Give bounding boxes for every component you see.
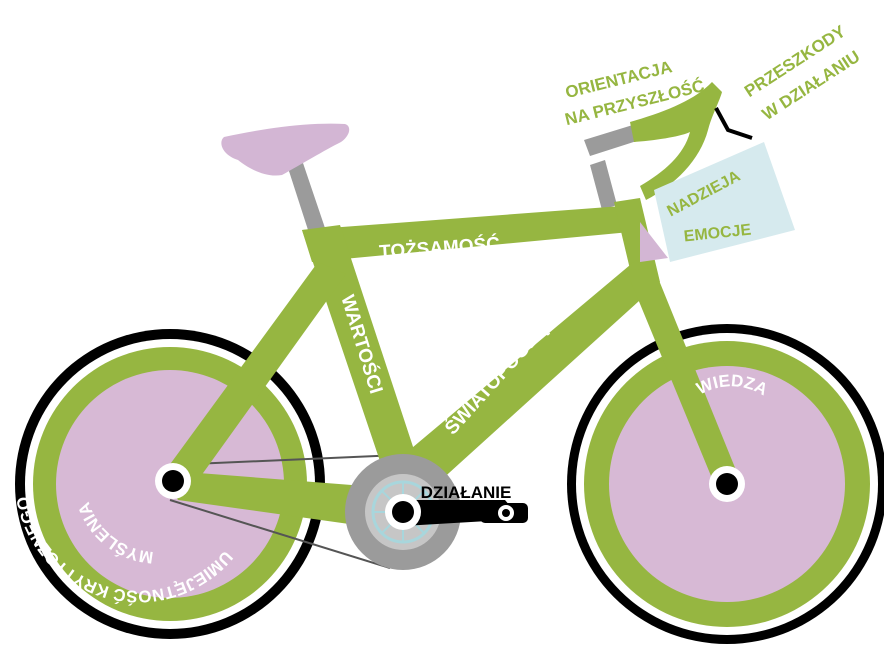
label-dzialanie: DZIAŁANIE <box>421 483 512 502</box>
head-tube-stem <box>590 160 617 210</box>
rear-hub <box>155 463 191 499</box>
seat-assembly <box>221 124 349 233</box>
pedal-icon <box>480 503 528 523</box>
handlebar-bag-icon <box>640 142 795 262</box>
rear-hub-center <box>162 470 184 492</box>
front-hub <box>709 466 745 502</box>
seat-post <box>288 163 325 233</box>
pedal-bolt <box>502 509 510 517</box>
bike-seat-icon <box>221 124 349 176</box>
bottom-bracket <box>392 501 414 523</box>
front-hub-center <box>716 473 738 495</box>
brake-lever <box>716 108 752 138</box>
